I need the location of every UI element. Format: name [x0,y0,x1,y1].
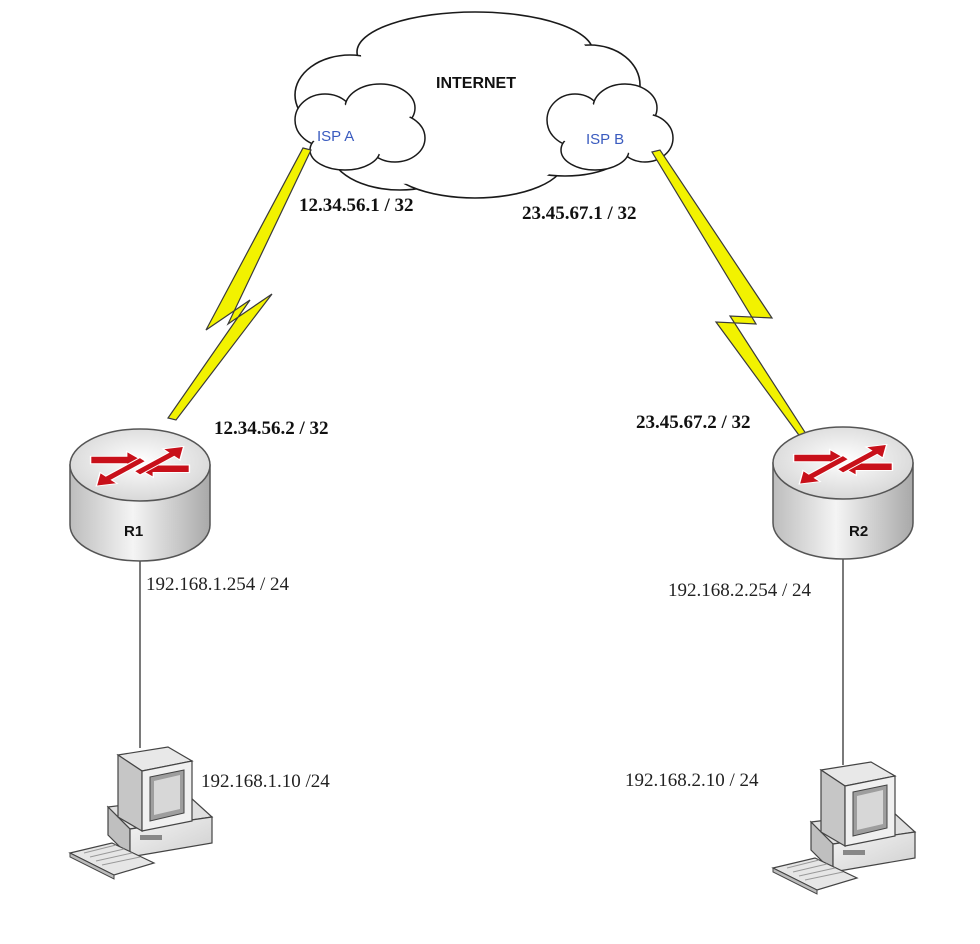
host-pc-1 [68,746,214,880]
isp-b-address: 23.45.67.1 / 32 [522,203,637,224]
internet-cloud: INTERNET ISP A ISP B [294,11,674,199]
r1-lan-address: 192.168.1.254 / 24 [146,574,290,595]
isp-b-cloud [546,83,674,171]
internet-label: INTERNET [436,75,516,92]
host-1-address: 192.168.1.10 /24 [201,771,330,792]
r1-wan-address: 12.34.56.2 / 32 [214,418,329,439]
r2-wan-address: 23.45.67.2 / 32 [636,412,751,433]
isp-a-address: 12.34.56.1 / 32 [299,195,414,216]
router-r2-label: R2 [849,523,868,540]
host-2-address: 192.168.2.10 / 24 [625,770,759,791]
isp-a-cloud [294,83,426,171]
router-r2 [772,426,914,560]
desktop-computer-icon [68,746,214,880]
isp-b-label: ISP B [586,131,624,148]
router-r1-label: R1 [124,523,143,540]
wan-link-r2 [651,149,811,443]
desktop-computer-icon [771,761,917,895]
host-pc-2 [771,761,917,895]
router-r1 [69,428,211,562]
wan-link-r1 [167,147,312,421]
r2-lan-address: 192.168.2.254 / 24 [668,580,812,601]
isp-a-label: ISP A [317,128,354,145]
